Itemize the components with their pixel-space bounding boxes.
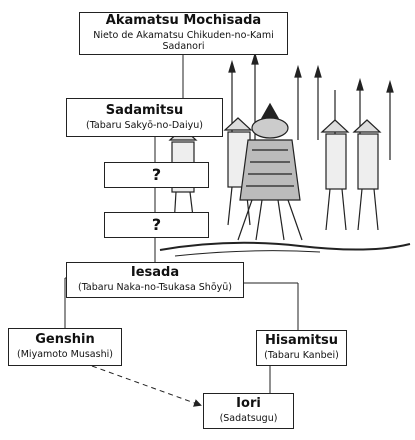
node-name: Iesada [130, 265, 180, 281]
node-hisamitsu: Hisamitsu (Tabaru Kanbei) [256, 330, 347, 366]
node-name: ? [151, 164, 162, 184]
node-unknown-1: ? [104, 162, 209, 188]
samurai-army-illustration [159, 51, 411, 257]
node-subtitle: (Tabaru Sakyō-no-Daiyu) [86, 119, 203, 131]
node-name: ? [151, 214, 162, 234]
node-subtitle: (Miyamoto Musashi) [17, 349, 113, 360]
node-akamatsu-mochisada: Akamatsu Mochisada Nieto de Akamatsu Chi… [79, 12, 288, 55]
node-iori: Iori (Sadatsugu) [203, 393, 294, 429]
node-name: Sadamitsu [105, 102, 184, 118]
node-name: Hisamitsu [264, 333, 339, 349]
node-name: Genshin [35, 332, 95, 348]
node-subtitle: Nieto de Akamatsu Chikuden-no-Kami Sadan… [93, 30, 274, 52]
node-subtitle: (Sadatsugu) [219, 413, 278, 424]
node-subtitle: (Tabaru Naka-no-Tsukasa Shōyū) [78, 282, 232, 293]
node-name: Iori [236, 396, 261, 412]
node-unknown-2: ? [104, 212, 209, 238]
node-iesada: Iesada (Tabaru Naka-no-Tsukasa Shōyū) [66, 262, 244, 298]
node-genshin: Genshin (Miyamoto Musashi) [8, 328, 122, 366]
node-name: Akamatsu Mochisada [105, 13, 262, 29]
node-sadamitsu: Sadamitsu (Tabaru Sakyō-no-Daiyu) [66, 98, 223, 137]
node-subtitle: (Tabaru Kanbei) [264, 350, 339, 361]
